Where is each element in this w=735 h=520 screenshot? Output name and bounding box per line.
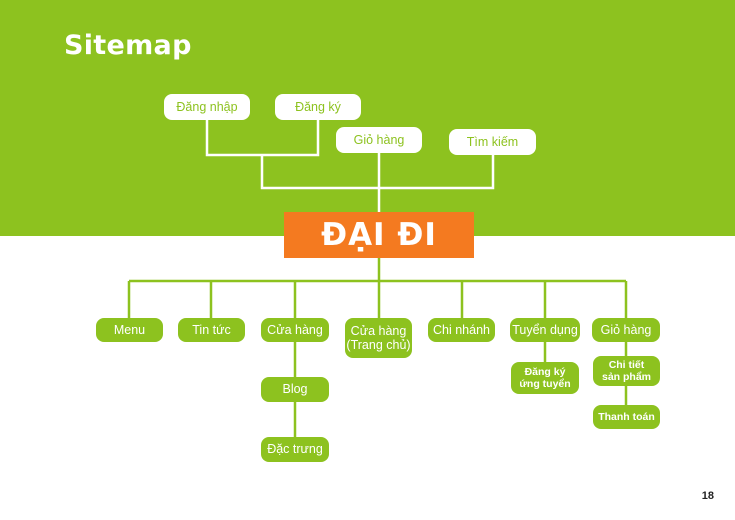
checkout-node[interactable]: Thanh toán: [593, 405, 660, 429]
header-band: [0, 0, 735, 236]
product-detail-node[interactable]: Chi tiết sản phẩm: [593, 356, 660, 386]
store-home-node[interactable]: Cửa hàng (Trang chủ): [345, 318, 412, 358]
root-node[interactable]: ĐẠI ĐI: [284, 212, 474, 258]
cart-node[interactable]: Giỏ hàng: [592, 318, 660, 342]
store-node[interactable]: Cửa hàng: [261, 318, 329, 342]
cart-top-node[interactable]: Giỏ hàng: [336, 127, 422, 153]
apply-node[interactable]: Đăng ký ứng tuyển: [511, 362, 579, 394]
blog-node[interactable]: Blog: [261, 377, 329, 402]
page-number: 18: [701, 490, 714, 502]
branch-node[interactable]: Chi nhánh: [428, 318, 495, 342]
search-node[interactable]: Tìm kiếm: [449, 129, 536, 155]
recruit-node[interactable]: Tuyển dụng: [510, 318, 580, 342]
page-title: Sitemap: [64, 30, 192, 61]
register-node[interactable]: Đăng ký: [275, 94, 361, 120]
news-node[interactable]: Tin tức: [178, 318, 245, 342]
login-node[interactable]: Đăng nhập: [164, 94, 250, 120]
menu-node[interactable]: Menu: [96, 318, 163, 342]
featured-node[interactable]: Đặc trưng: [261, 437, 329, 462]
